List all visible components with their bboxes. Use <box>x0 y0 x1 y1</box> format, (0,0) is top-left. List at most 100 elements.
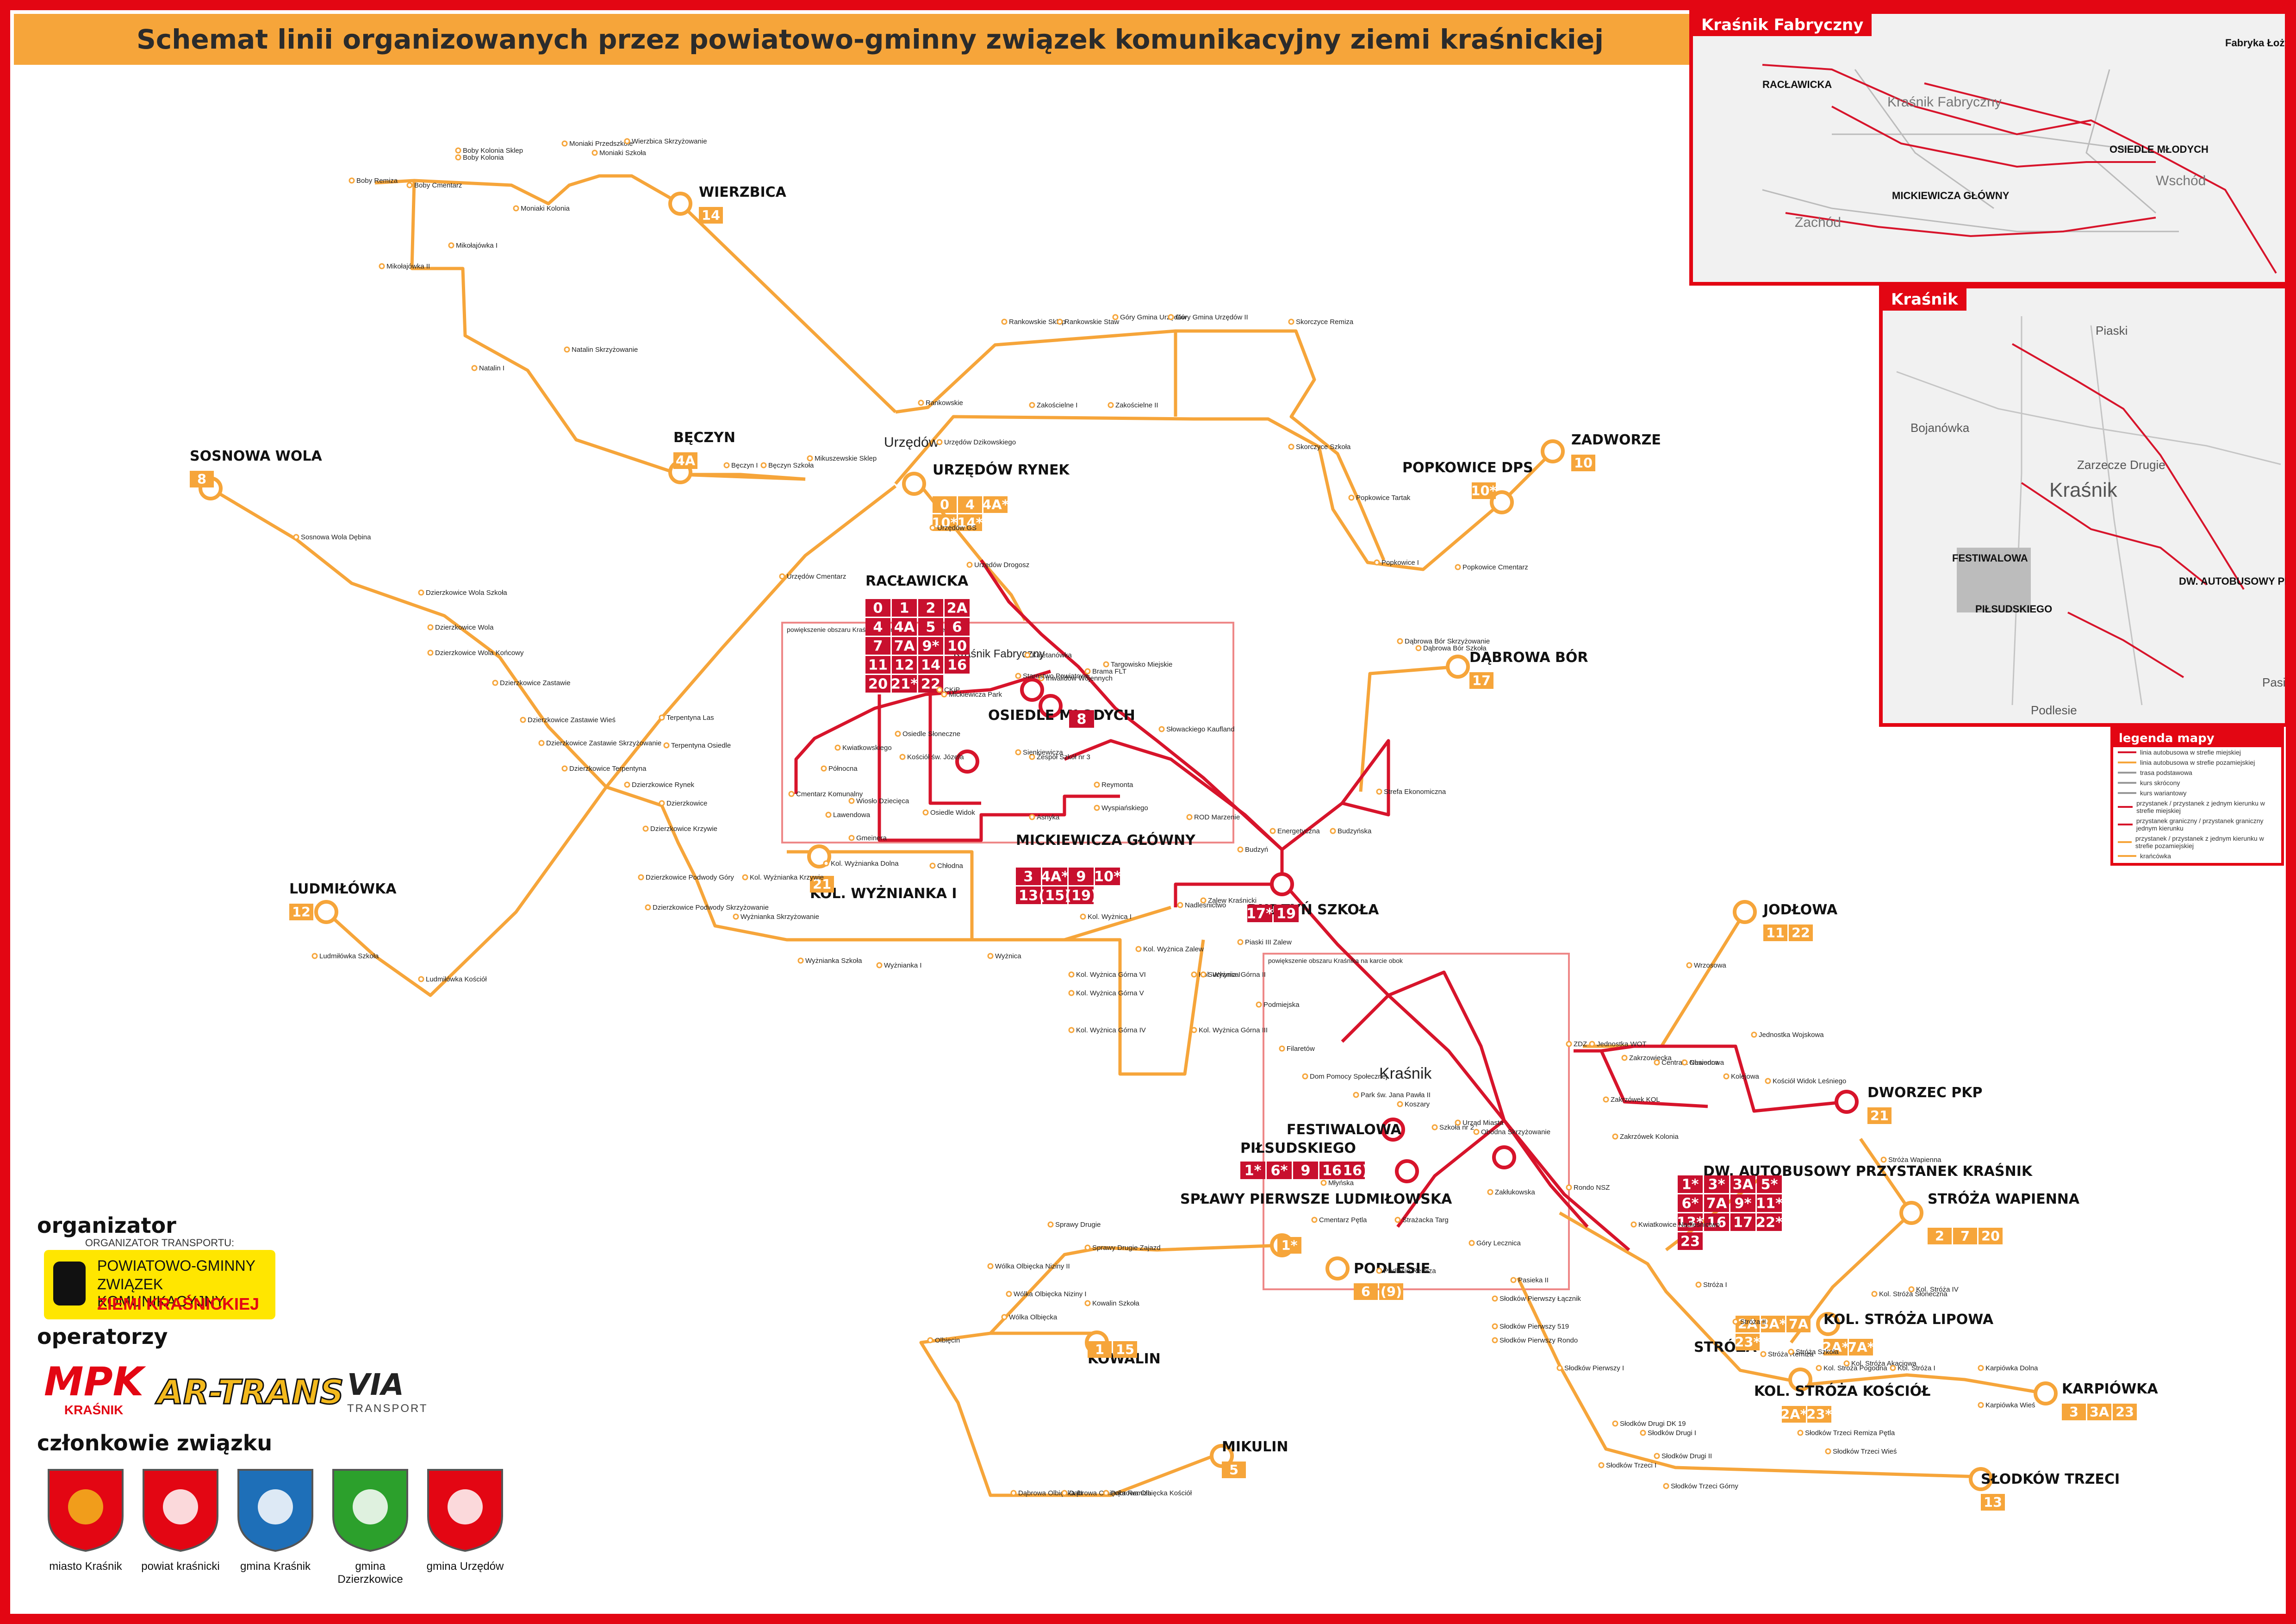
stop-label[interactable]: Wierzbica Skrzyżowanie <box>632 137 707 145</box>
line-badge[interactable]: 22* <box>1756 1213 1783 1231</box>
stop-label[interactable]: Dzierzkowice Podwody Góry <box>646 874 734 881</box>
line-badge[interactable]: 2 <box>1928 1228 1952 1244</box>
stop-label[interactable]: Dom Pomocy Społecznej <box>1310 1073 1388 1081</box>
stop-marker[interactable] <box>1084 668 1091 675</box>
stop-marker[interactable] <box>1103 1490 1109 1496</box>
stop-label[interactable]: Osiedle Słoneczne <box>902 730 960 738</box>
terminal-wapienna-marker[interactable] <box>1899 1201 1923 1225</box>
stop-marker[interactable] <box>936 439 943 445</box>
stop-marker[interactable] <box>1376 1268 1382 1274</box>
line-badge[interactable]: 19 <box>1274 905 1299 922</box>
stop-marker[interactable] <box>638 874 644 881</box>
terminal-raclawicka-marker[interactable] <box>1020 678 1044 702</box>
city-terminal-name[interactable]: MICKIEWICZA GŁÓWNY <box>1016 831 1196 849</box>
stop-label[interactable]: ZDZ <box>1574 1040 1587 1048</box>
stop-marker[interactable] <box>1029 754 1035 760</box>
line-badge[interactable]: 21 <box>810 876 834 893</box>
line-badge[interactable]: 7A* <box>1848 1339 1874 1355</box>
terminal-name[interactable]: MIKULIN <box>1222 1439 1288 1455</box>
stop-label[interactable]: Suchynia I <box>1208 971 1240 979</box>
stop-label[interactable]: Natalin Skrzyżowanie <box>572 346 638 354</box>
line-badge[interactable]: 11* <box>1756 1194 1783 1212</box>
line-badge[interactable]: (9) <box>1379 1283 1403 1300</box>
line-badge[interactable]: 10 <box>945 637 970 655</box>
stop-label[interactable]: Kol. Stróża I <box>1898 1364 1935 1372</box>
stop-label[interactable]: Podmiejska <box>1263 1001 1300 1009</box>
line-badge[interactable]: 14 <box>918 656 943 674</box>
stop-marker[interactable] <box>1640 1430 1646 1436</box>
terminal-podlesie-marker[interactable] <box>1325 1256 1350 1280</box>
stop-marker[interactable] <box>1237 846 1244 853</box>
stop-marker[interactable] <box>1311 1217 1318 1223</box>
stop-marker[interactable] <box>1279 1045 1285 1052</box>
stop-label[interactable]: Słodków Drugi II <box>1661 1452 1712 1460</box>
line-badge[interactable]: 4A* <box>982 496 1009 513</box>
stop-marker[interactable] <box>922 809 929 816</box>
stop-marker[interactable] <box>293 534 299 540</box>
stop-marker[interactable] <box>448 242 454 249</box>
stop-marker[interactable] <box>1492 1337 1498 1343</box>
stop-label[interactable]: Reymonta <box>1101 781 1133 789</box>
stop-label[interactable]: Dzierzkowice Zastawie Wieś <box>528 716 616 724</box>
stop-marker[interactable] <box>788 791 795 797</box>
stop-marker[interactable] <box>1061 1490 1068 1496</box>
terminal-name[interactable]: SOSNOWA WOLA <box>190 448 322 464</box>
stop-label[interactable]: Chłodna <box>937 862 964 870</box>
stop-marker[interactable] <box>1760 1351 1767 1357</box>
line-badge[interactable]: 17* <box>1246 905 1273 922</box>
stop-label[interactable]: Słodków Trzeci Wieś <box>1833 1448 1897 1455</box>
stop-marker[interactable] <box>1348 494 1355 501</box>
stop-label[interactable]: Jednostka Wojskowa <box>1759 1031 1824 1039</box>
stop-label[interactable]: Wyżnica <box>995 952 1021 960</box>
stop-label[interactable]: Północna <box>828 765 858 773</box>
stop-marker[interactable] <box>723 462 730 468</box>
line-badge[interactable]: 9* <box>918 637 943 655</box>
stop-marker[interactable] <box>538 740 545 746</box>
terminal-kosciol-marker[interactable] <box>1788 1368 1812 1392</box>
stop-marker[interactable] <box>1816 1365 1822 1371</box>
line-badge[interactable]: 16 <box>1319 1162 1344 1179</box>
stop-label[interactable]: Dąbrowa Bór Skrzyżowanie <box>1405 637 1490 645</box>
stop-marker[interactable] <box>1473 1129 1480 1135</box>
stop-label[interactable]: Kol. Wyżnica Zalew <box>1143 945 1204 953</box>
stop-marker[interactable] <box>1001 1314 1008 1320</box>
stop-marker[interactable] <box>663 742 670 749</box>
stop-marker[interactable] <box>1797 1430 1804 1436</box>
stop-label[interactable]: Strażacka Targ <box>1402 1216 1449 1224</box>
line-badge[interactable]: 8 <box>1069 710 1094 728</box>
stop-marker[interactable] <box>561 140 568 147</box>
stop-marker[interactable] <box>1492 1323 1498 1330</box>
stop-marker[interactable] <box>492 680 498 686</box>
stop-marker[interactable] <box>564 346 570 353</box>
stop-label[interactable]: Bęczyn I <box>731 462 758 469</box>
stop-marker[interactable] <box>418 976 424 982</box>
terminal-name[interactable]: BĘCZYN <box>673 430 735 446</box>
stop-marker[interactable] <box>1237 939 1244 945</box>
stop-marker[interactable] <box>1302 1073 1308 1080</box>
stop-marker[interactable] <box>1330 828 1336 834</box>
stop-label[interactable]: Kajetanówka <box>1032 651 1072 659</box>
line-badge[interactable]: 9 <box>1069 868 1094 885</box>
stop-label[interactable]: Dzierzkowice Terpentyna <box>569 765 647 773</box>
line-badge[interactable]: 17 <box>1469 672 1493 689</box>
stop-marker[interactable] <box>1191 971 1197 978</box>
stop-marker[interactable] <box>1880 1156 1887 1163</box>
terminal-name[interactable]: POPKOWICE DPS <box>1402 460 1533 476</box>
stop-marker[interactable] <box>1200 971 1207 978</box>
stop-label[interactable]: Mikołajówka II <box>386 262 430 270</box>
stop-marker[interactable] <box>471 365 478 371</box>
stop-marker[interactable] <box>1320 1180 1327 1186</box>
line-badge[interactable]: 5 <box>918 618 943 636</box>
stop-marker[interactable] <box>825 812 832 818</box>
stop-marker[interactable] <box>348 177 355 184</box>
stop-label[interactable]: Wrzosowa <box>1694 962 1726 969</box>
stop-label[interactable]: Kościół Widok Leśniego <box>1773 1077 1846 1085</box>
stop-marker[interactable] <box>941 691 947 698</box>
stop-label[interactable]: Zakościelne I <box>1037 401 1077 409</box>
line-badge[interactable]: 2 <box>918 599 943 617</box>
line-badge[interactable]: 12 <box>892 656 917 674</box>
terminal-urzedow-marker[interactable] <box>902 472 926 496</box>
stop-label[interactable]: Moniaki Kolonia <box>521 205 570 212</box>
stop-label[interactable]: Słowackiego Kaufland <box>1166 725 1235 733</box>
line-badge[interactable]: 16 <box>1704 1213 1729 1231</box>
